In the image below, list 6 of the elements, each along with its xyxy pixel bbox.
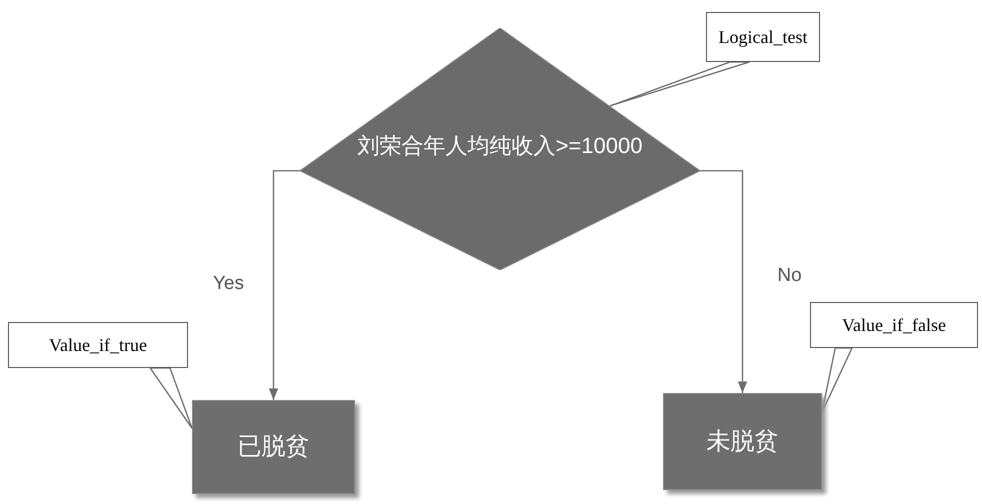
callout-box: Logical_test [706, 12, 820, 62]
result-box: 已脱贫 [192, 400, 355, 494]
result-box: 未脱贫 [663, 393, 822, 490]
arrow [700, 170, 748, 393]
arrow [268, 170, 300, 400]
decision-diamond: 刘荣合年人均纯收入>=10000 [300, 28, 700, 270]
